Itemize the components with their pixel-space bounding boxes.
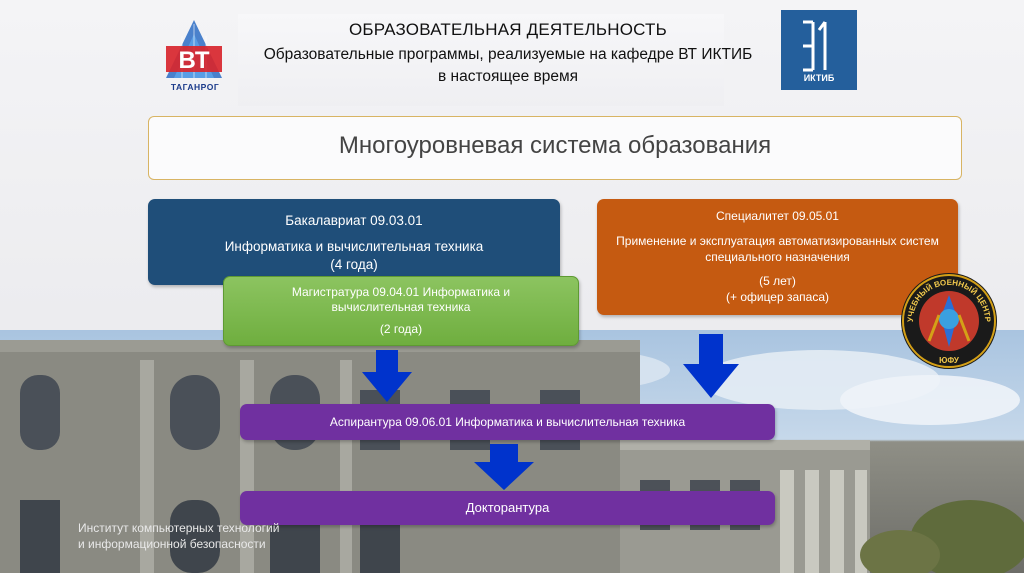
subtitle-line-2: в настоящее время (437, 68, 579, 85)
bachelor-duration: (4 года) (330, 257, 378, 272)
emblem-bottom-text: ЮФУ (939, 356, 960, 365)
building-photo (0, 330, 1024, 573)
military-center-emblem: УЧЕБНЫЙ ВОЕННЫЙ ЦЕНТР ЮФУ (901, 273, 997, 369)
page-subtitle: Образовательные программы, реализуемые н… (238, 44, 778, 88)
system-banner-title: Многоуровневая система образования (338, 132, 772, 159)
iktib-logo-caption: ИКТИБ (803, 73, 835, 83)
vt-logo-caption: ТАГАНРОГ (170, 82, 220, 92)
subtitle-line-1: Образовательные программы, реализуемые н… (263, 46, 753, 63)
vt-logo-text: ВТ (178, 47, 209, 74)
arrow-down-icon (474, 444, 534, 490)
arrow-down-icon (683, 334, 739, 398)
master-duration: (2 года) (379, 322, 423, 336)
specialist-name: Применение и эксплуатация автоматизирова… (616, 234, 939, 264)
bachelor-box: Бакалавриат 09.03.01 Информатика и вычис… (148, 199, 560, 285)
iktib-logo (781, 10, 857, 90)
header-box (238, 14, 724, 106)
page-title: ОБРАЗОВАТЕЛЬНАЯ ДЕЯТЕЛЬНОСТЬ (349, 20, 667, 39)
iktib-logo-mark (803, 20, 827, 72)
postgraduate-name: Аспирантура 09.06.01 Информатика и вычис… (329, 415, 686, 429)
master-box: Магистратура 09.04.01 Информатика и вычи… (223, 276, 579, 346)
arrow-down-icon (362, 350, 412, 402)
master-name: Магистратура 09.04.01 Информатика и вычи… (291, 285, 511, 314)
building-illustration (0, 340, 1024, 573)
vt-taganrog-logo: ВТ (166, 20, 222, 78)
specialist-note: (+ офицер запаса) (725, 290, 830, 304)
doctorate-name: Докторантура (465, 500, 550, 515)
bachelor-code: Бакалавриат 09.03.01 (285, 213, 423, 228)
bachelor-name: Информатика и вычислительная техника (224, 239, 484, 254)
specialist-duration: (5 лет) (759, 274, 796, 288)
doctorate-box: Докторантура (240, 491, 775, 525)
specialist-code: Специалитет 09.05.01 (716, 209, 839, 223)
system-banner (148, 116, 962, 180)
specialist-box: Специалитет 09.05.01 Применение и эксплу… (597, 199, 958, 315)
postgraduate-box: Аспирантура 09.06.01 Информатика и вычис… (240, 404, 775, 440)
institute-caption: Институт компьютерных технологий и инфор… (78, 521, 280, 551)
